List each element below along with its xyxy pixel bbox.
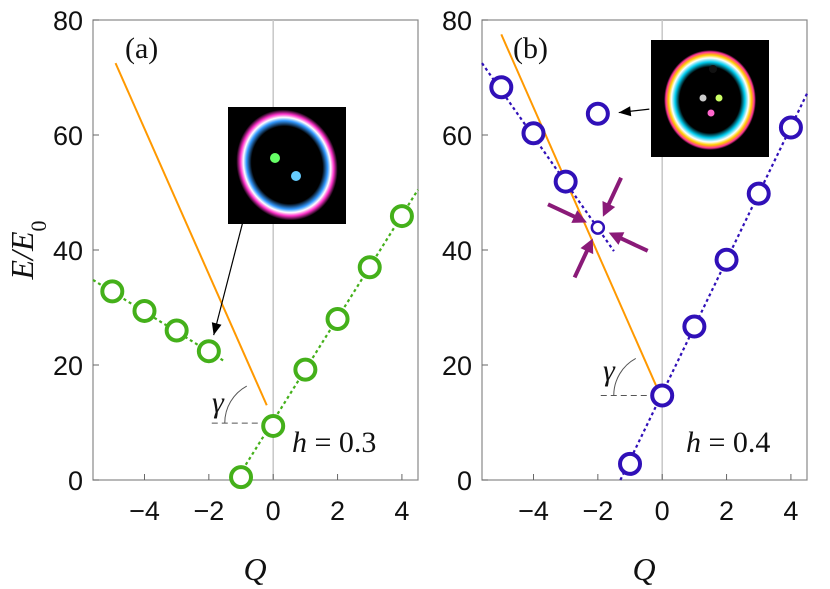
panel-b-converging-arrow-shaft (547, 202, 577, 220)
panel-a-data-point (229, 465, 254, 490)
panel-a-annotation: h = 0.3 (292, 426, 376, 459)
panel-a-ytick-label: 60 (53, 121, 83, 151)
panel-a-arrow-head (211, 322, 222, 336)
panel-a-data-point (293, 357, 318, 382)
panel-b-data-point (746, 181, 771, 206)
panel-b-data-point (553, 169, 578, 194)
panel-a-angle-arc (224, 385, 248, 424)
panel-a-ytick-label: 80 (53, 6, 83, 36)
panel-a-xtick-label: 4 (394, 496, 409, 526)
panel-a-marks (92, 62, 419, 490)
panel-b-data-point (618, 451, 643, 476)
panel-b-data-point (778, 115, 803, 140)
panel-b-isolated-point (585, 101, 610, 126)
panel-b-xtick-label: 2 (719, 496, 734, 526)
panel-b-annotation-eq: = (701, 426, 733, 459)
panel-a-data-point (357, 255, 382, 280)
panel-b-inset-ring (664, 50, 756, 150)
panel-b-data-point (650, 383, 675, 408)
panel-b-inset (651, 40, 769, 157)
panel-a-annotation-eq: = (307, 426, 339, 459)
panel-b-inset-vortex-3 (707, 109, 715, 117)
panel-b-converging-arrow-shaft (618, 235, 649, 253)
panel-b-xlabel: Q (632, 551, 655, 587)
panel-a-ylabel: E/E0 (4, 221, 51, 281)
panel-b-ytick-label: 80 (442, 6, 472, 36)
panel-a-arrow-shaft (213, 203, 249, 336)
panel-b-xtick-label: 0 (655, 496, 670, 526)
panel-a-inset (228, 107, 346, 224)
panel-a-data-point (100, 279, 125, 304)
panel-b-converging-arrow-shaft (606, 176, 623, 207)
panel-b-converging-arrow-head (580, 238, 594, 255)
panel-b-data-point (714, 247, 739, 272)
panel-b-ytick-label: 0 (457, 466, 472, 496)
panel-b-data-point (682, 314, 707, 339)
panel-a-annotation-value: 0.3 (339, 426, 377, 459)
panel-a-annotation-lhs: h (292, 426, 307, 459)
panel-b-converging-arrow-head (608, 232, 625, 245)
panel-b-data-point (489, 75, 514, 100)
panel-a-orange-line (114, 62, 268, 406)
panel-a-ytick-label: 20 (53, 351, 83, 381)
panel-b-label: (b) (513, 32, 548, 65)
panel-a-data-point (164, 318, 189, 343)
panel-a-data-point (196, 339, 221, 364)
panel-a-data-point (389, 204, 414, 229)
panel-a-xlabel: Q (243, 551, 266, 587)
panel-a-xtick-label: −4 (129, 496, 160, 526)
panel-a-data-point (132, 298, 157, 323)
panel-b-ytick-label: 40 (442, 236, 472, 266)
panel-b-angle-arc (613, 358, 637, 396)
panel-a-xtick-label: 2 (330, 496, 345, 526)
panel-b-annotation-value: 0.4 (733, 426, 771, 459)
panel-b-annotation: h = 0.4 (686, 426, 770, 459)
panel-a-inset-vortex-1 (270, 153, 280, 163)
panel-a-inset-ring (236, 109, 338, 221)
panel-b-inset-vortex-2 (715, 94, 723, 102)
panel-b-xtick-label: 4 (783, 496, 798, 526)
panel-b-xtick-label: −2 (582, 496, 613, 526)
panel-a-ytick-label: 0 (68, 466, 83, 496)
panel-a-inset-vortex-2 (291, 171, 301, 181)
panel-a-xtick-label: −2 (193, 496, 224, 526)
panel-b-ytick-label: 60 (442, 121, 472, 151)
panel-b-converging-arrow-head (602, 201, 616, 217)
panel-b-data-point (521, 121, 546, 146)
panel-a-data-point (325, 307, 350, 331)
panel-a-angle-label: γ (212, 386, 225, 419)
panel-a-ylabel-sub: 0 (26, 221, 51, 232)
panel-b-converging-arrow-head (571, 210, 587, 223)
panel-a-data-point (261, 413, 286, 438)
panel-a-ytick-label: 40 (53, 236, 83, 266)
panel-b-annotation-lhs: h (686, 426, 701, 459)
panel-b-converging-arrow-shaft (572, 248, 590, 279)
panel-a-label: (a) (125, 32, 158, 65)
panel-a-xtick-label: 0 (266, 496, 281, 526)
panel-b-arrow-head (618, 106, 632, 117)
panel-b-ytick-label: 20 (442, 351, 472, 381)
panel-a-ylabel-main: E/E (4, 231, 40, 280)
panel-b-inset-vortex-1 (699, 94, 707, 102)
panel-b-angle-label: γ (603, 354, 616, 387)
panel-b-marks (481, 33, 808, 481)
panel-b-xtick-label: −4 (518, 496, 549, 526)
panel-a-frame (92, 19, 419, 481)
panel-b-data-point (590, 220, 606, 235)
panel-b-inset-vortex-top (709, 65, 717, 73)
